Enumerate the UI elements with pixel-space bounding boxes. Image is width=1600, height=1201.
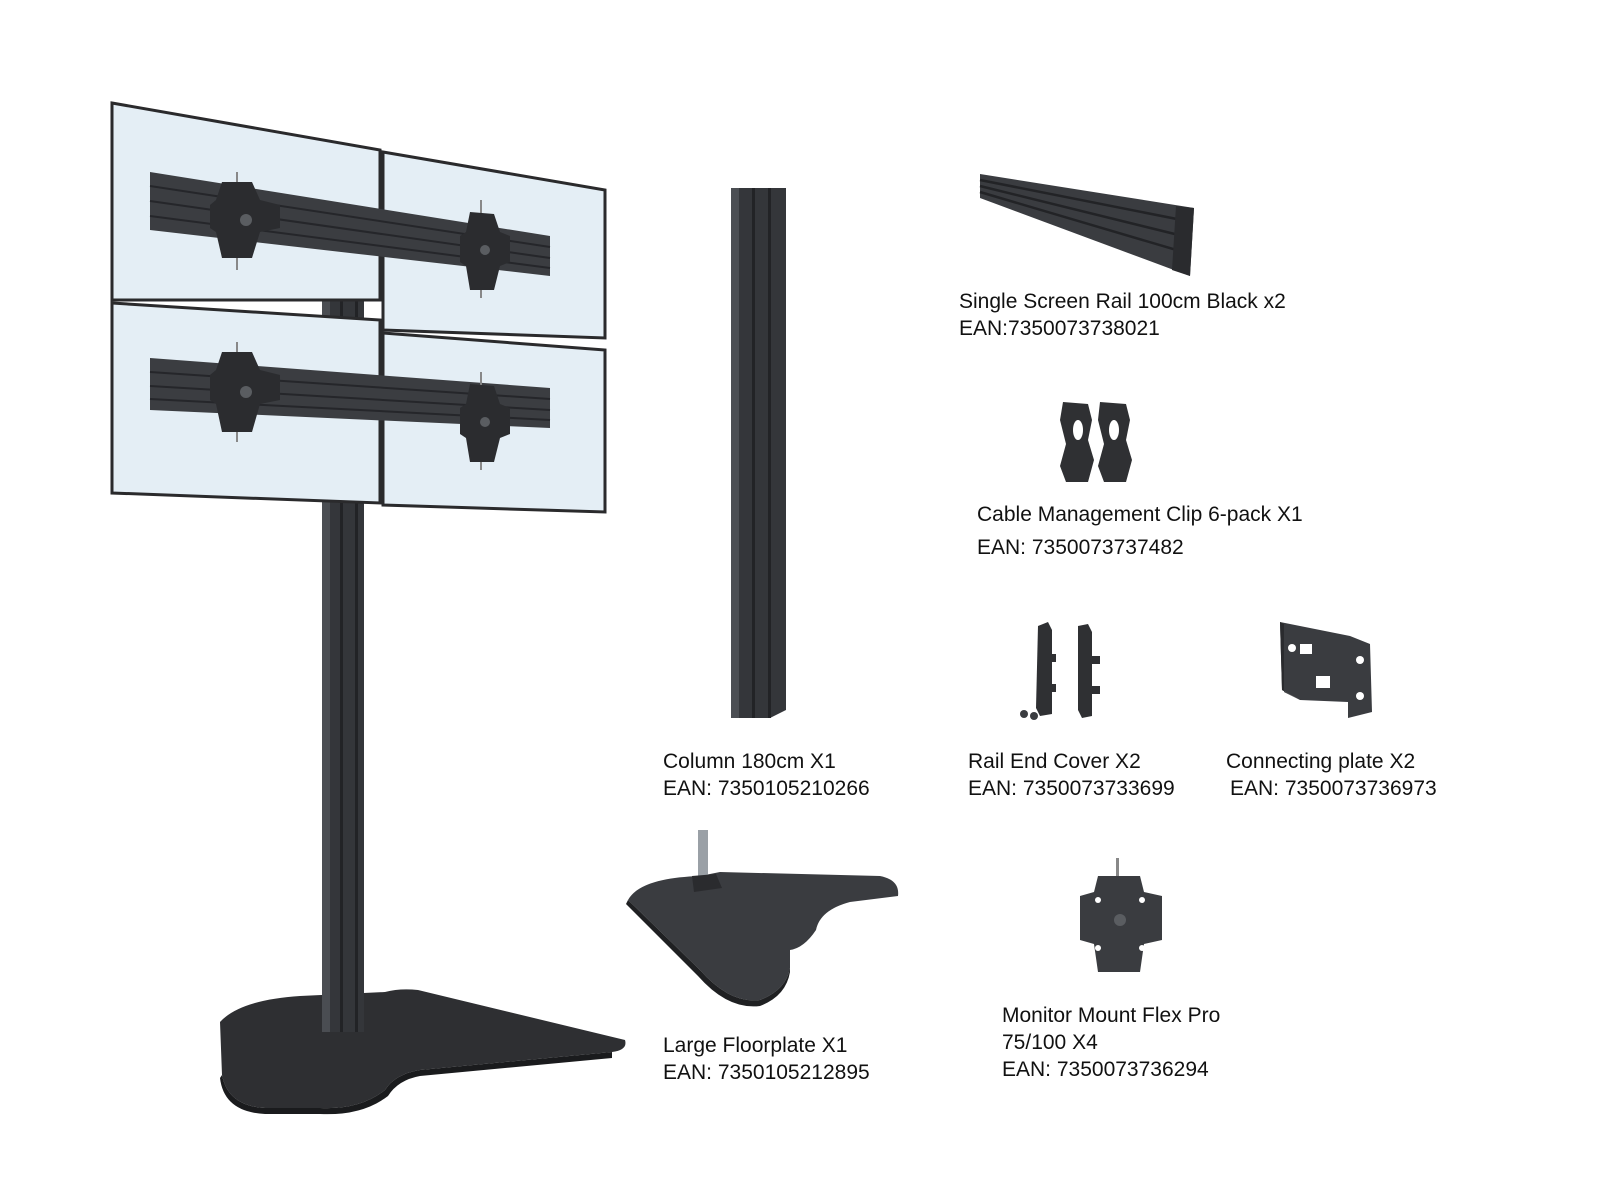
stand-mount-top-left bbox=[210, 172, 280, 270]
monitor-mount-label: Monitor Mount Flex Pro 75/100 X4 EAN: 73… bbox=[1002, 1002, 1220, 1083]
stand-mount-top-right bbox=[460, 200, 510, 298]
connecting-plate-image bbox=[1280, 622, 1372, 718]
monitor-mount-name-line1: Monitor Mount Flex Pro bbox=[1002, 1004, 1221, 1027]
column-name: Column 180cm X1 bbox=[663, 750, 836, 773]
monitor-mount-image bbox=[1080, 858, 1162, 972]
clip-ean: EAN: 7350073737482 bbox=[977, 536, 1184, 559]
monitor-mount-ean: EAN: 7350073736294 bbox=[1002, 1058, 1209, 1081]
rail-ean: EAN:7350073738021 bbox=[959, 317, 1160, 340]
connecting-plate-name: Connecting plate X2 bbox=[1226, 750, 1416, 773]
clip-name: Cable Management Clip 6-pack X1 bbox=[977, 503, 1303, 526]
stand-floorplate bbox=[220, 989, 626, 1109]
floorplate-ean: EAN: 7350105212895 bbox=[663, 1061, 870, 1084]
monitor-mount-name-line2: 75/100 X4 bbox=[1002, 1031, 1098, 1054]
column-image bbox=[731, 188, 786, 718]
connecting-plate-ean: EAN: 7350073736973 bbox=[1230, 777, 1437, 800]
rail-image bbox=[979, 174, 1194, 276]
rail-name: Single Screen Rail 100cm Black x2 bbox=[959, 290, 1286, 313]
rail-end-cover-image bbox=[1020, 622, 1100, 720]
column-label: Column 180cm X1 EAN: 7350105210266 bbox=[663, 748, 870, 802]
floorplate-name: Large Floorplate X1 bbox=[663, 1034, 848, 1057]
column-ean: EAN: 7350105210266 bbox=[663, 777, 870, 800]
stand-mount-bottom-left bbox=[210, 342, 280, 442]
clip-label: Cable Management Clip 6-pack X1 EAN: 735… bbox=[977, 498, 1303, 564]
connecting-plate-label: Connecting plate X2 EAN: 7350073736973 bbox=[1226, 748, 1437, 802]
end-cover-name: Rail End Cover X2 bbox=[968, 750, 1141, 773]
floorplate-image bbox=[626, 830, 899, 1007]
end-cover-label: Rail End Cover X2 EAN: 7350073733699 bbox=[968, 748, 1175, 802]
stand-mount-bottom-right bbox=[460, 372, 510, 470]
rail-label: Single Screen Rail 100cm Black x2 EAN:73… bbox=[959, 288, 1286, 342]
end-cover-ean: EAN: 7350073733699 bbox=[968, 777, 1175, 800]
assembled-stand-image bbox=[110, 101, 626, 1115]
floorplate-label: Large Floorplate X1 EAN: 7350105212895 bbox=[663, 1032, 870, 1086]
cable-clip-image bbox=[1060, 402, 1132, 482]
